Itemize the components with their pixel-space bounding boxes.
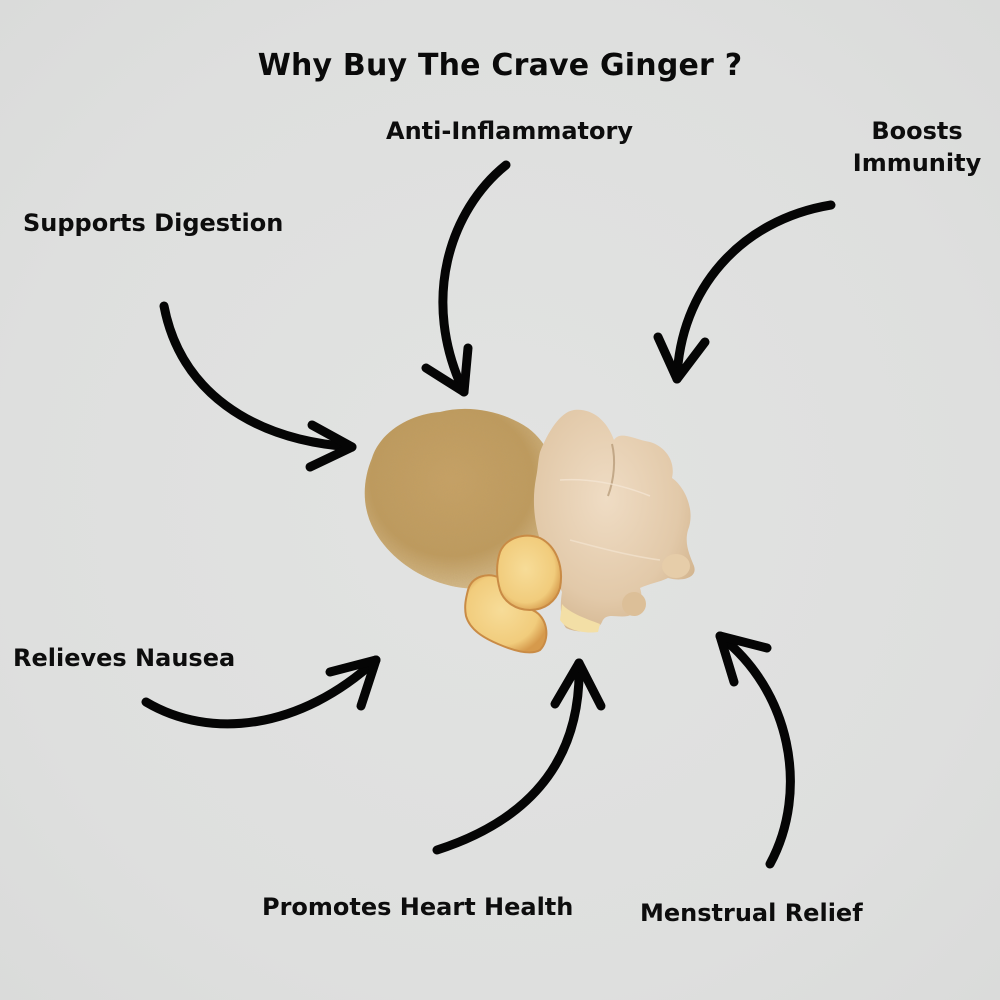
arrow-menstrual-relief [715, 631, 795, 869]
ginger-slices [464, 534, 562, 654]
arrow-boosts-immunity [653, 200, 836, 384]
label-supports-digestion: Supports Digestion [23, 209, 284, 237]
arrow-relieves-nausea [141, 655, 381, 729]
label-boosts-immunity-line2: Immunity [852, 149, 982, 178]
label-boosts-immunity-line1: Boosts [871, 117, 963, 145]
arrow-supports-digestion [159, 301, 357, 472]
label-menstrual-relief: Menstrual Relief [640, 899, 863, 927]
label-promotes-heart-health: Promotes Heart Health [262, 893, 574, 921]
label-boosts-immunity: Boosts Immunity [842, 115, 992, 180]
label-anti-inflammatory: Anti-Inflammatory [386, 117, 633, 145]
arrow-anti-inflammatory [421, 160, 511, 397]
arrow-promotes-heart-health [432, 658, 606, 855]
ginger-root [533, 409, 695, 633]
page-title: Why Buy The Crave Ginger ? [257, 48, 743, 83]
label-relieves-nausea: Relieves Nausea [13, 644, 236, 672]
